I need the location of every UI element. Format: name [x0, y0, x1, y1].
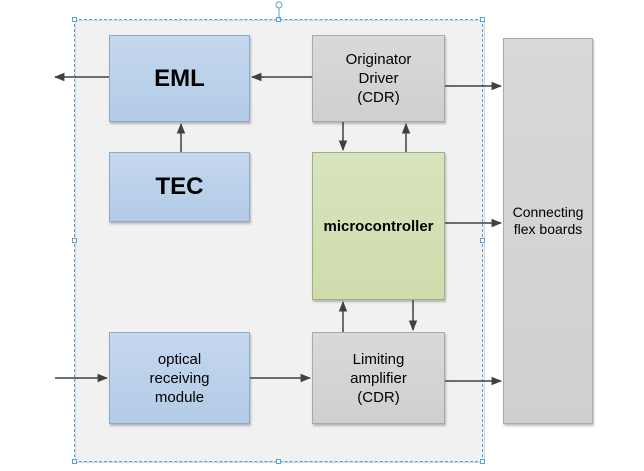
- optical-receiving-module-label: optical receiving module: [149, 350, 210, 406]
- limiting-amplifier-label: Limiting amplifier (CDR): [350, 350, 407, 406]
- resize-handle-top-left[interactable]: [72, 17, 77, 22]
- resize-handle-right[interactable]: [480, 238, 485, 243]
- originator-driver-label: Originator Driver (CDR): [345, 51, 412, 106]
- eml-block[interactable]: EML: [109, 35, 250, 122]
- connecting-flex-boards-label: Connecting flex boards: [512, 204, 584, 237]
- microcontroller-block[interactable]: microcontroller: [312, 152, 445, 300]
- optical-receiving-module-block[interactable]: optical receiving module: [109, 332, 250, 424]
- originator-driver-block[interactable]: Originator Driver (CDR): [312, 35, 445, 122]
- eml-label: EML: [154, 64, 205, 92]
- tec-label: TEC: [155, 173, 204, 200]
- tec-block[interactable]: TEC: [109, 152, 250, 222]
- microcontroller-label: microcontroller: [323, 217, 434, 235]
- resize-handle-left[interactable]: [72, 238, 77, 243]
- resize-handle-bottom-left[interactable]: [72, 459, 77, 464]
- resize-handle-top-right[interactable]: [480, 17, 485, 22]
- resize-handle-bottom[interactable]: [276, 459, 281, 464]
- limiting-amplifier-block[interactable]: Limiting amplifier (CDR): [312, 332, 445, 424]
- connecting-flex-boards-block[interactable]: Connecting flex boards: [503, 38, 593, 424]
- resize-handle-bottom-right[interactable]: [480, 459, 485, 464]
- rotate-handle[interactable]: [272, 0, 286, 20]
